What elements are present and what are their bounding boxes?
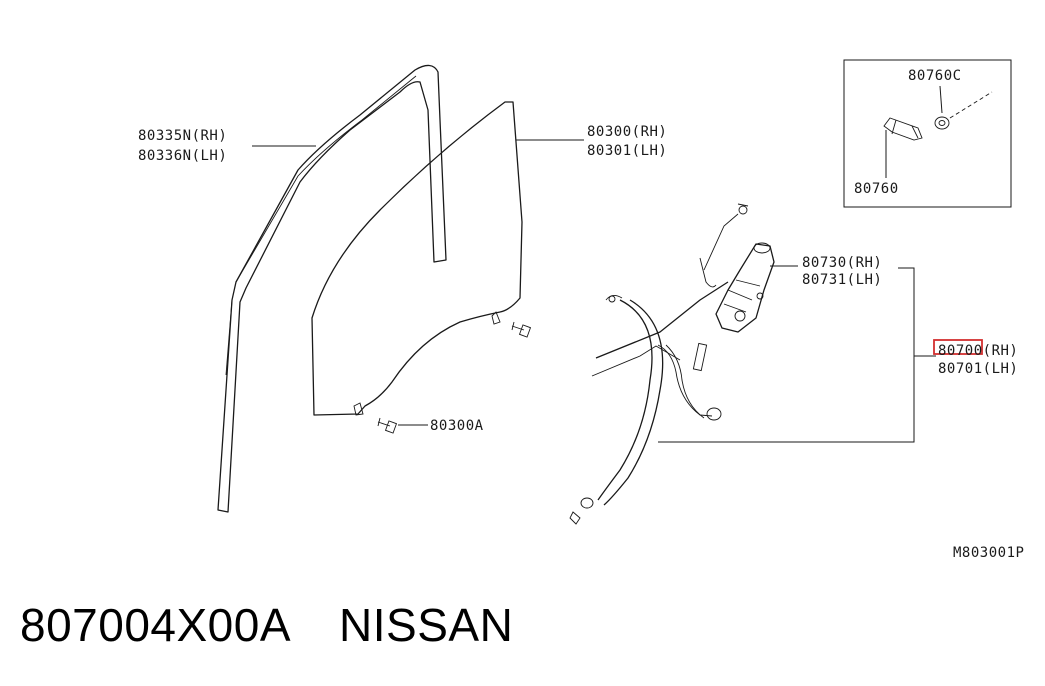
label-motor-lh: 80731(LH) (802, 272, 882, 288)
part-number: 807004X00A (20, 599, 292, 651)
label-regulator-rh: 80700(RH) (938, 343, 1018, 359)
label-run-channel-lh: 80336N(LH) (138, 148, 227, 164)
door-glass (311, 101, 523, 416)
drawing-code: M803001P (953, 545, 1024, 561)
label-inset-handle: 80760 (854, 181, 899, 197)
label-glass-bolt: 80300A (430, 418, 484, 434)
run-channel-seal (217, 64, 447, 513)
window-regulator (569, 203, 749, 525)
footer-caption: 807004X00A NISSAN (20, 598, 513, 652)
regulator-motor (715, 242, 775, 333)
detail-inset (843, 59, 1012, 208)
label-run-channel-rh: 80335N(RH) (138, 128, 227, 144)
label-door-glass-lh: 80301(LH) (587, 143, 667, 159)
bolt-icon (377, 321, 532, 434)
brand-name: NISSAN (339, 599, 514, 651)
label-door-glass-rh: 80300(RH) (587, 124, 667, 140)
label-inset-cap: 80760C (908, 68, 962, 84)
leader-lines (252, 139, 936, 443)
highlight-box (933, 339, 983, 355)
label-regulator-lh: 80701(LH) (938, 361, 1018, 377)
label-motor-rh: 80730(RH) (802, 255, 882, 271)
